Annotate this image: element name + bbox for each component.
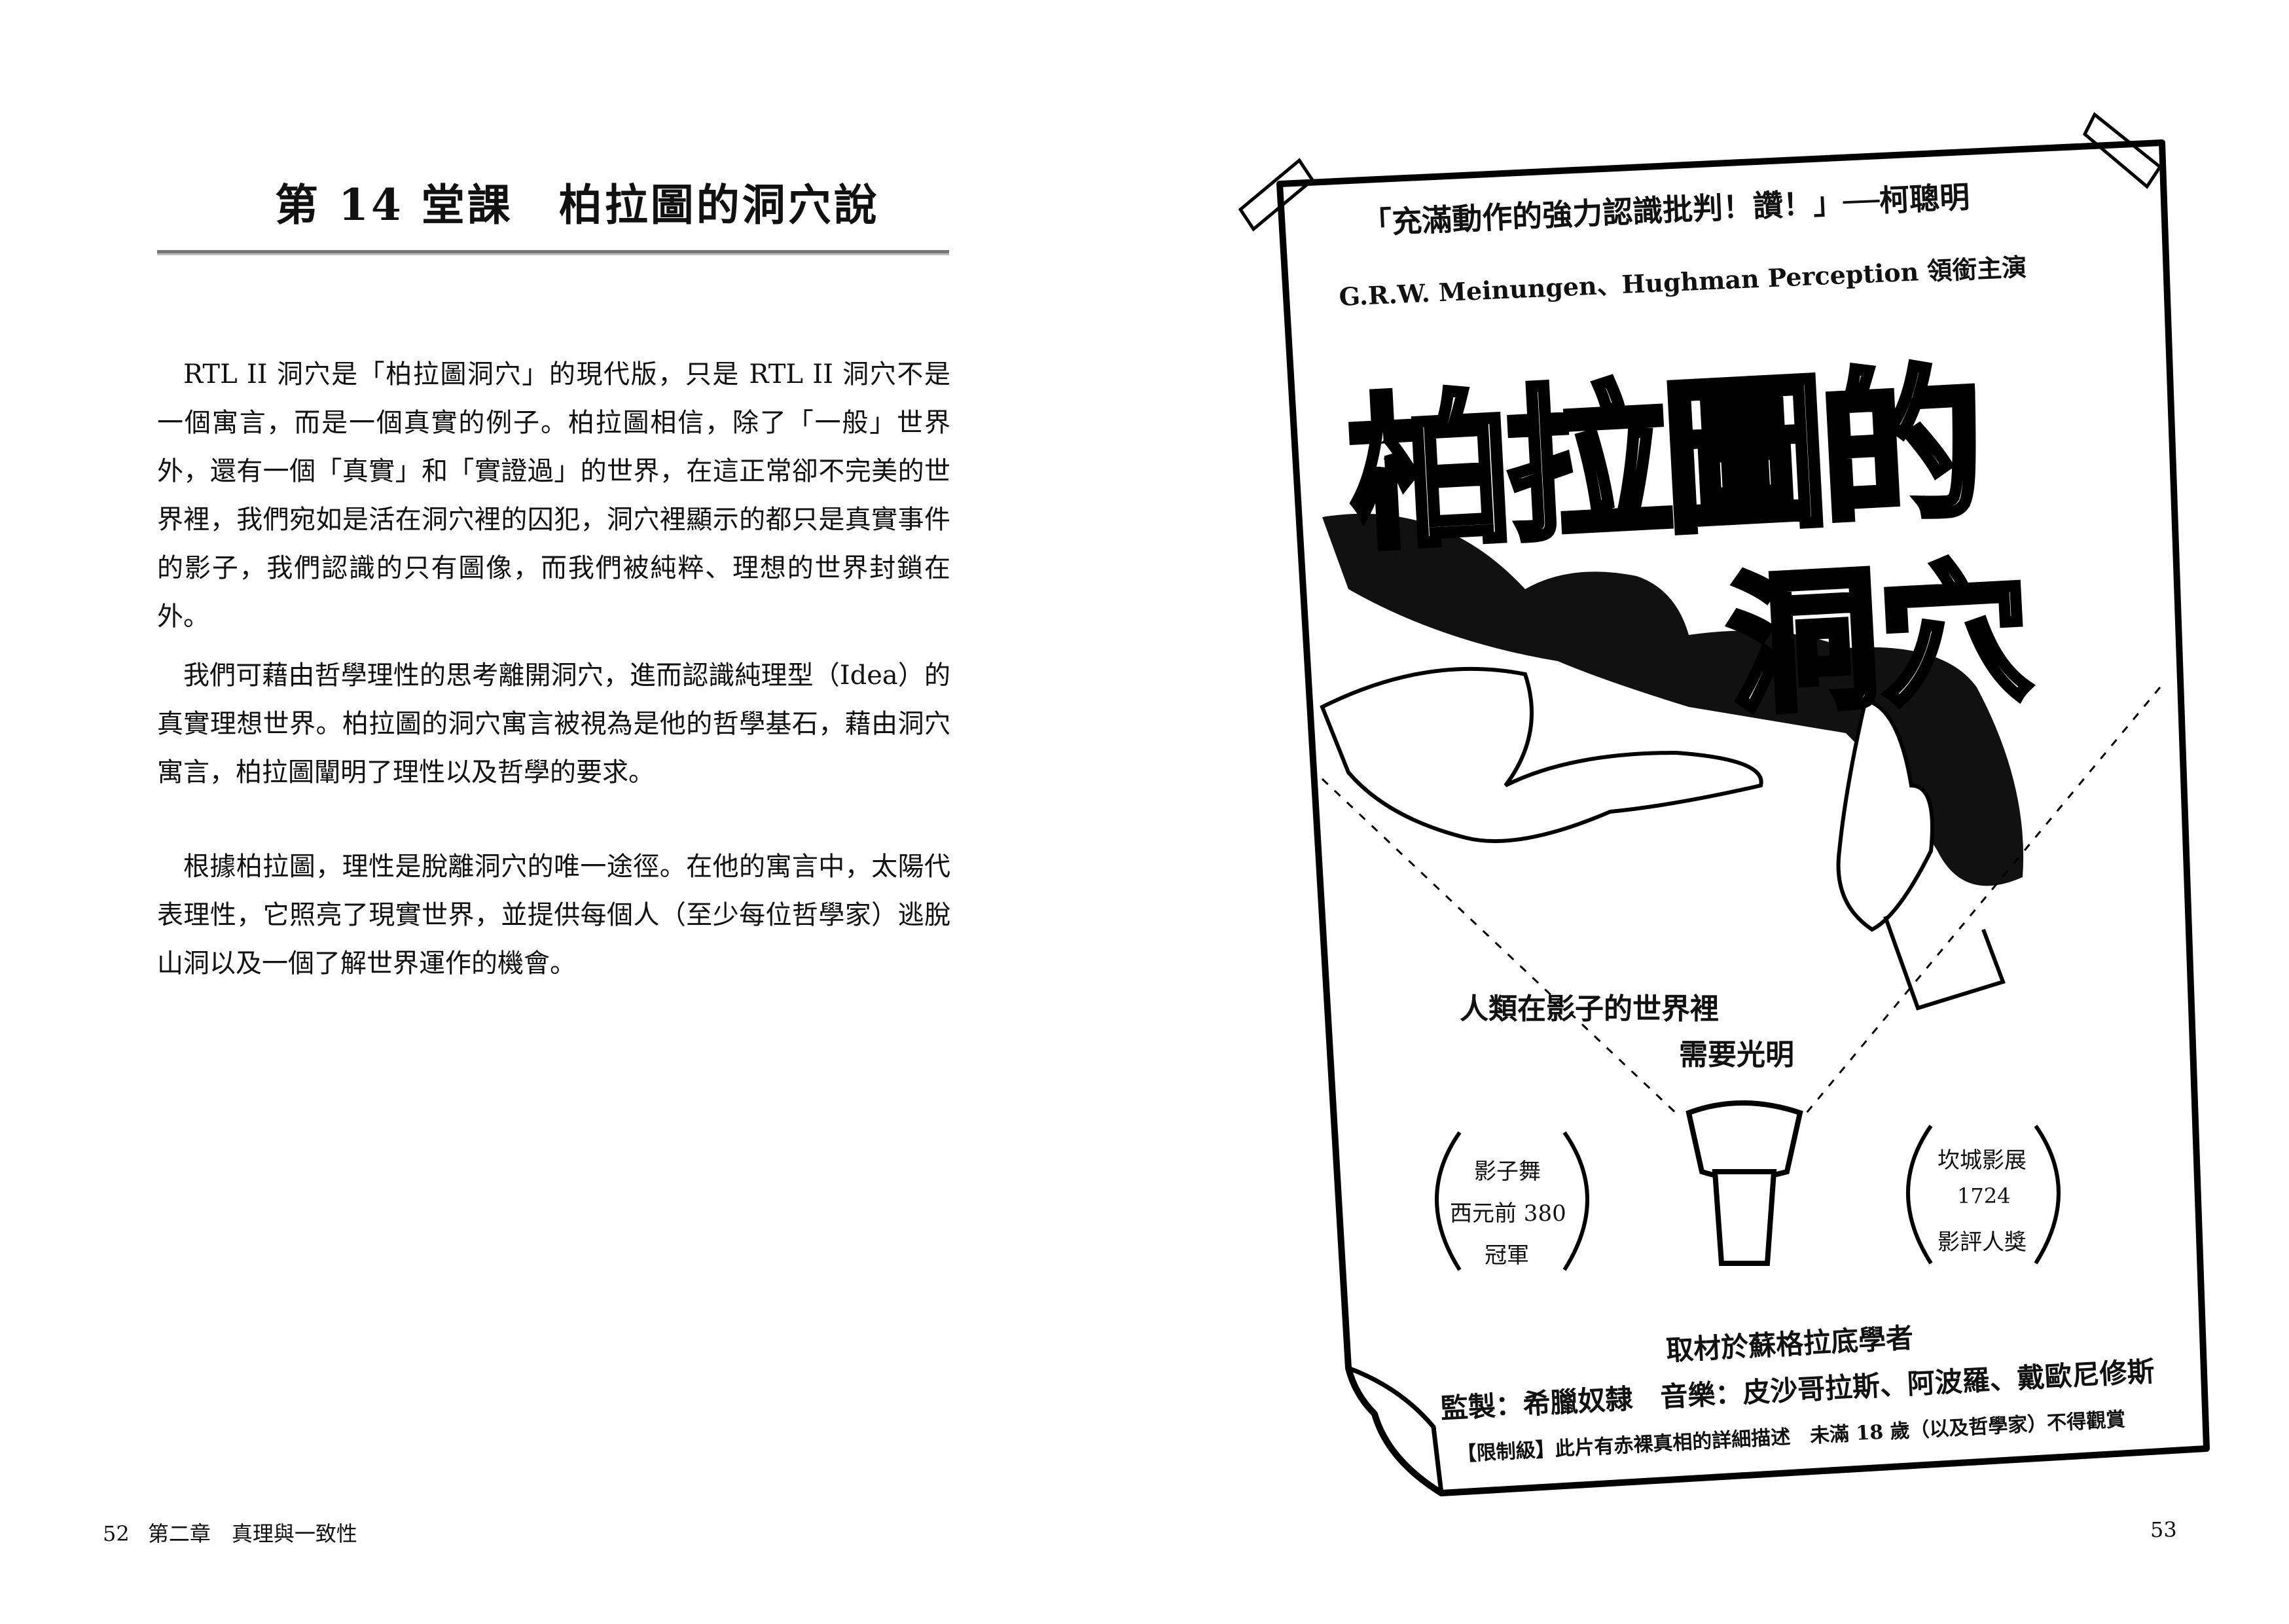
poster-title: 洞穴 bbox=[1721, 539, 2038, 738]
hands-icon bbox=[1320, 666, 2006, 1011]
light-beam bbox=[1321, 687, 2161, 1114]
body-text: 根據柏拉圖，理性是脫離洞穴的唯一途徑。在他的寓言中，太陽代表理性，它照亮了現實世… bbox=[157, 842, 950, 988]
body-text: RTL II 洞穴是「柏拉圖洞穴」的現代版，只是 RTL II 洞穴不是一個寓言… bbox=[157, 350, 950, 641]
award-right-line: 坎城影展 bbox=[1938, 1147, 2027, 1174]
page-number: 53 bbox=[2150, 1517, 2177, 1542]
award-right-line: 影評人獎 bbox=[1938, 1229, 2027, 1255]
body-text: 我們可藉由哲學理性的思考離開洞穴，進而認識純理型（Idea）的真實理想世界。柏拉… bbox=[157, 651, 950, 797]
poster-tagline: 人類在影子的世界裡 bbox=[1460, 992, 1719, 1026]
title-rule bbox=[157, 250, 949, 255]
award-left-line: 西元前 380 bbox=[1450, 1200, 1566, 1227]
chapter-title: 第 14 堂課 柏拉圖的洞穴說 bbox=[275, 179, 880, 230]
left-footer: 52 第二章 真理與一致性 bbox=[103, 1517, 357, 1547]
award-right-line: 1724 bbox=[1957, 1183, 2011, 1208]
paragraph: 我們可藉由哲學理性的思考離開洞穴，進而認識純理型（Idea）的真實理想世界。柏拉… bbox=[157, 660, 950, 787]
flashlight-icon bbox=[1685, 1100, 1803, 1266]
tape-icon bbox=[1238, 112, 2163, 232]
paragraph: 根據柏拉圖，理性是脫離洞穴的唯一途徑。在他的寓言中，太陽代表理性，它照亮了現實世… bbox=[157, 852, 950, 979]
award-left-line: 冠軍 bbox=[1485, 1242, 1529, 1269]
poster-tagline: 需要光明 bbox=[1679, 1038, 1794, 1072]
laurel-icon bbox=[1435, 1125, 2061, 1271]
paragraph: RTL II 洞穴是「柏拉圖洞穴」的現代版，只是 RTL II 洞穴不是一個寓言… bbox=[157, 359, 950, 632]
award-left-line: 影子舞 bbox=[1474, 1159, 1541, 1185]
poster-frame bbox=[1276, 139, 2210, 1496]
page-number: 52 bbox=[103, 1521, 130, 1546]
shadow-bird-icon bbox=[1322, 513, 2024, 886]
running-head: 第二章 真理與一致性 bbox=[147, 1521, 357, 1546]
